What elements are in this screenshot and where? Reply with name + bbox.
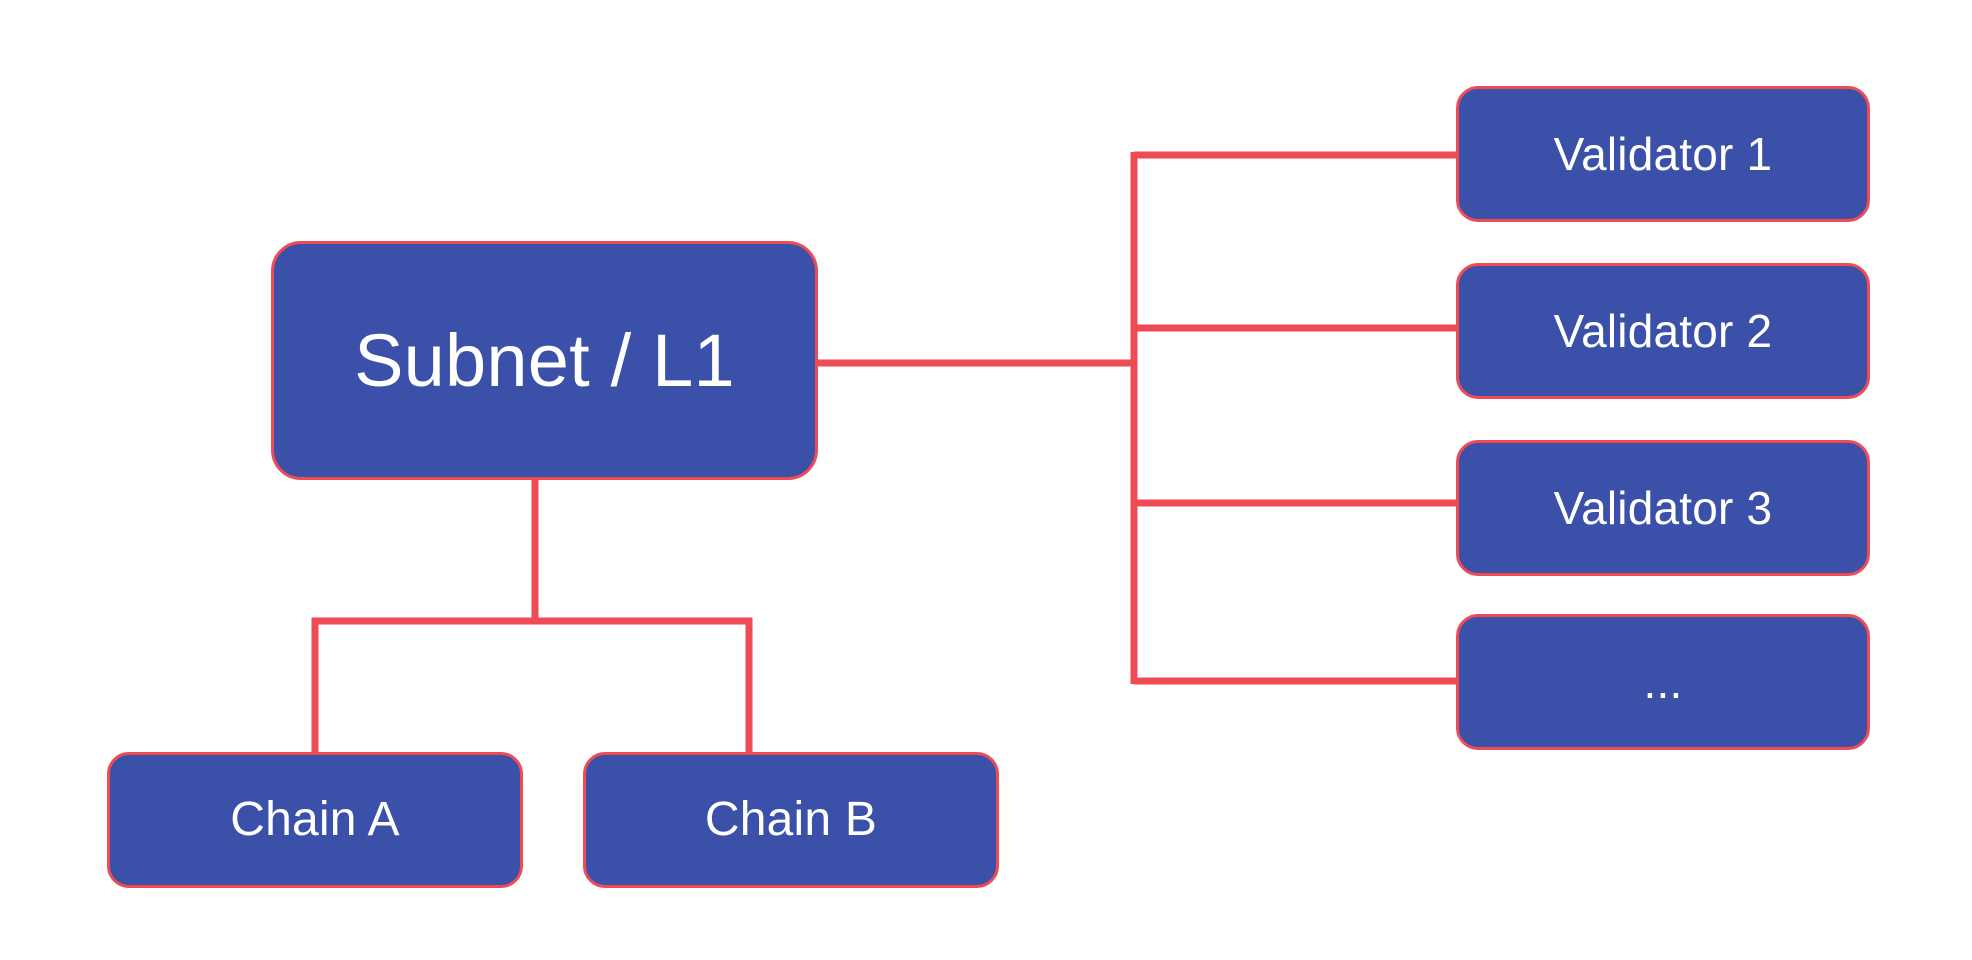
node-validator-2[interactable]: Validator 2 — [1456, 263, 1870, 399]
node-validator-1[interactable]: Validator 1 — [1456, 86, 1870, 222]
node-validator-1-label: Validator 1 — [1553, 128, 1773, 180]
node-subnet-l1-label: Subnet / L1 — [354, 318, 735, 402]
node-chain-b-label: Chain B — [704, 793, 878, 846]
node-chain-b[interactable]: Chain B — [583, 752, 999, 888]
node-validator-ellipsis[interactable]: ... — [1456, 614, 1870, 750]
node-validator-ellipsis-label: ... — [1643, 656, 1683, 708]
node-validator-2-label: Validator 2 — [1553, 305, 1773, 357]
node-validator-3-label: Validator 3 — [1553, 482, 1773, 534]
node-chain-a[interactable]: Chain A — [107, 752, 523, 888]
node-validator-3[interactable]: Validator 3 — [1456, 440, 1870, 576]
node-chain-a-label: Chain A — [230, 793, 400, 846]
node-subnet-l1[interactable]: Subnet / L1 — [271, 241, 818, 480]
